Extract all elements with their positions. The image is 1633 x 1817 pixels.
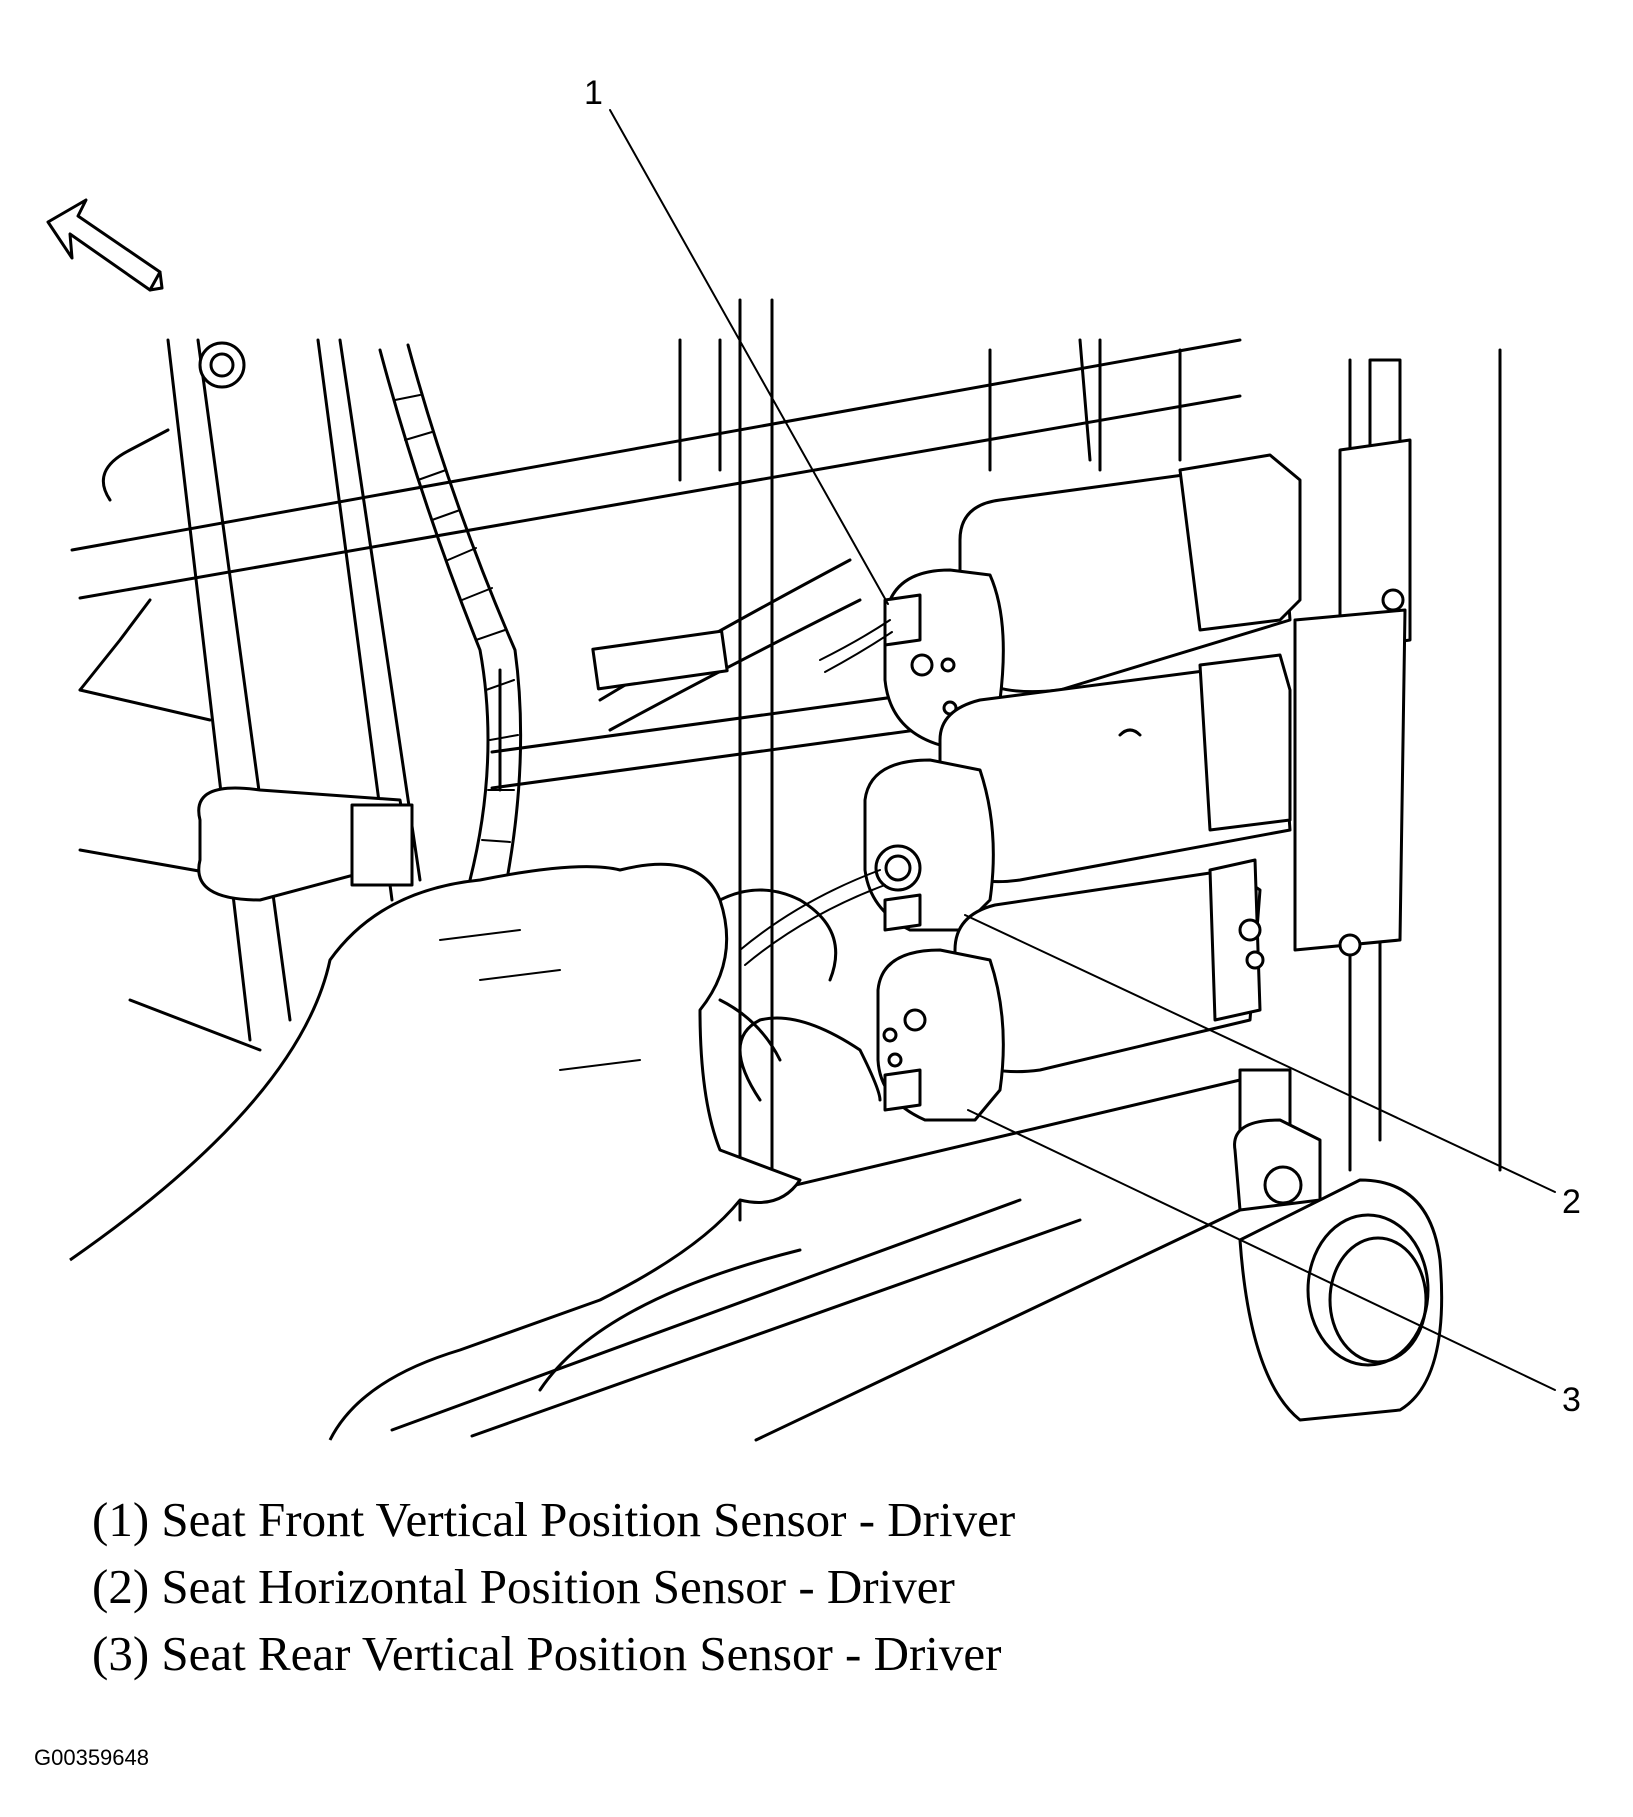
callout-3: 3: [1562, 1381, 1581, 1419]
legend-item-2: (2) Seat Horizontal Position Sensor - Dr…: [92, 1559, 955, 1614]
figure-id: G00359648: [34, 1745, 149, 1770]
callout-1: 1: [584, 74, 603, 112]
legend-item-3: (3) Seat Rear Vertical Position Sensor -…: [92, 1626, 1002, 1681]
legend: (1) Seat Front Vertical Position Sensor …: [92, 1486, 1192, 1687]
sensor-3-assembly: [740, 860, 1263, 1120]
callout-labels: 1 2 3: [584, 74, 1581, 1419]
callout-2: 2: [1562, 1183, 1581, 1221]
sensor-2-assembly: [740, 655, 1290, 965]
front-direction-arrow-icon: [48, 200, 162, 290]
leader-lines: [610, 110, 1555, 1390]
seat-frame: [70, 300, 1500, 1440]
legend-item-1: (1) Seat Front Vertical Position Sensor …: [92, 1492, 1016, 1547]
